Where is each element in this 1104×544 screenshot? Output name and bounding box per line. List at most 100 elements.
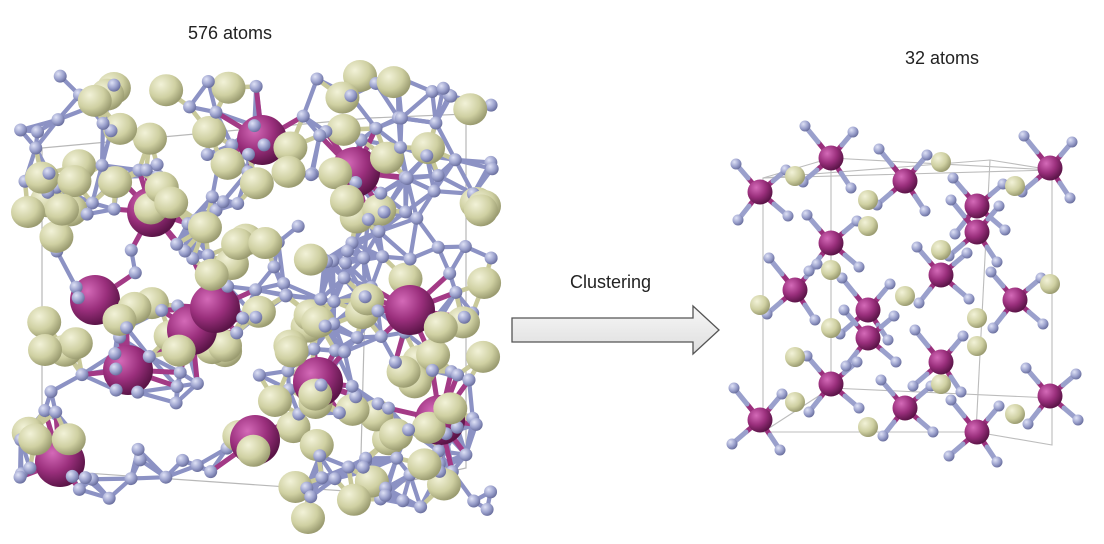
small-atom	[341, 460, 355, 474]
yellow-atom	[1040, 274, 1060, 294]
small-atom	[847, 126, 859, 138]
magenta-atom	[818, 230, 844, 256]
yellow-atom	[453, 93, 488, 126]
yellow-atom	[149, 74, 184, 107]
small-atom	[85, 196, 99, 210]
yellow-atom	[376, 66, 411, 99]
magenta-atom	[928, 262, 954, 288]
small-atom	[296, 109, 310, 123]
small-atom	[107, 202, 121, 216]
small-atom	[991, 456, 1003, 468]
small-atom	[65, 469, 79, 483]
small-atom	[183, 100, 197, 114]
yellow-atom	[248, 227, 283, 260]
small-atom	[201, 74, 215, 88]
small-atom	[310, 72, 324, 86]
small-atom	[467, 494, 481, 508]
magenta-atom	[964, 193, 990, 219]
small-atom	[216, 195, 230, 209]
magenta-atom	[818, 145, 844, 171]
small-atom	[159, 470, 173, 484]
small-atom	[42, 166, 56, 180]
small-atom	[374, 186, 388, 200]
small-atom	[991, 256, 1003, 268]
small-atom	[763, 252, 775, 264]
yellow-atom	[39, 220, 74, 253]
small-atom	[133, 453, 147, 467]
bond	[433, 120, 458, 162]
yellow-atom	[895, 286, 915, 306]
yellow-atom	[18, 423, 53, 456]
small-atom	[873, 143, 885, 155]
small-atom	[484, 485, 498, 499]
yellow-atom	[335, 393, 370, 426]
magenta-atom	[892, 395, 918, 421]
small-atom	[38, 404, 52, 418]
small-atom	[961, 247, 973, 259]
small-atom	[1072, 414, 1084, 426]
small-atom	[1064, 192, 1076, 204]
small-atom	[877, 430, 889, 442]
small-atom	[1018, 130, 1030, 142]
small-atom	[345, 379, 359, 393]
yellow-atom	[967, 308, 987, 328]
small-atom	[993, 200, 1005, 212]
small-atom	[313, 449, 327, 463]
small-atom	[29, 141, 43, 155]
yellow-atom	[967, 336, 987, 356]
magenta-atom	[747, 407, 773, 433]
small-atom	[947, 172, 959, 184]
yellow-atom	[27, 306, 62, 339]
small-atom	[431, 240, 445, 254]
magenta-atom	[1037, 155, 1063, 181]
small-atom	[1020, 362, 1032, 374]
bond	[407, 216, 419, 262]
yellow-atom	[44, 193, 79, 226]
small-atom	[927, 426, 939, 438]
small-atom	[44, 385, 58, 399]
yellow-atom	[58, 327, 93, 360]
small-atom	[173, 365, 187, 379]
small-atom	[201, 248, 215, 262]
small-atom	[909, 324, 921, 336]
small-atom	[774, 444, 786, 456]
small-atom	[277, 276, 291, 290]
small-atom	[69, 280, 83, 294]
magenta-atom	[964, 419, 990, 445]
small-atom	[75, 368, 89, 382]
bond	[301, 76, 320, 119]
small-atom	[388, 355, 402, 369]
small-atom	[1066, 136, 1078, 148]
small-atom	[249, 310, 263, 324]
bond	[135, 390, 179, 406]
yellow-atom	[329, 184, 364, 217]
small-atom	[882, 334, 894, 346]
yellow-atom	[416, 338, 451, 371]
small-atom	[170, 237, 184, 251]
small-atom	[315, 471, 329, 485]
yellow-atom	[1005, 176, 1025, 196]
small-atom	[344, 89, 358, 103]
yellow-atom	[785, 347, 805, 367]
small-atom	[314, 378, 328, 392]
yellow-atom	[187, 211, 222, 244]
small-atom	[999, 224, 1011, 236]
small-atom	[845, 182, 857, 194]
small-atom	[888, 310, 900, 322]
small-atom	[451, 368, 465, 382]
small-atom	[985, 266, 997, 278]
small-atom	[356, 460, 370, 474]
yellow-atom	[1005, 404, 1025, 424]
small-atom	[95, 158, 109, 172]
small-atom	[109, 383, 123, 397]
small-atom	[131, 385, 145, 399]
small-atom	[921, 149, 933, 161]
small-atom	[399, 205, 413, 219]
yellow-atom	[278, 470, 313, 503]
small-atom	[257, 138, 271, 152]
small-atom	[357, 251, 371, 265]
yellow-atom	[318, 157, 353, 190]
yellow-atom	[785, 392, 805, 412]
small-atom	[919, 205, 931, 217]
